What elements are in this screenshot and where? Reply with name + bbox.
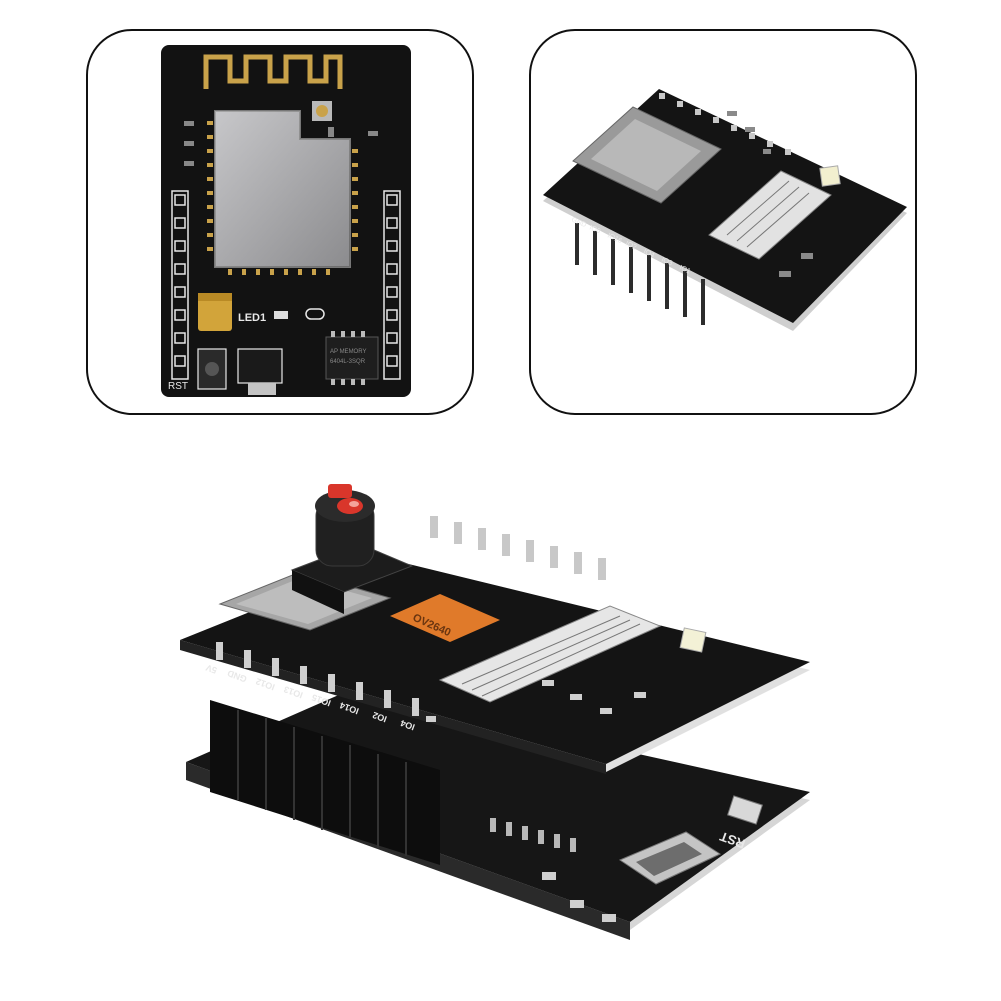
front-view-panel: LED1 AP MEMORY 6404L-3SQR RST — [86, 29, 474, 415]
smd-components — [184, 121, 378, 166]
female-header-block — [210, 700, 440, 865]
right-pin-header — [383, 190, 401, 380]
back-smd-components — [727, 111, 813, 277]
reset-label: RST — [168, 381, 188, 392]
led-component — [274, 311, 288, 319]
voltage-regulator — [237, 348, 283, 384]
pin-label: IO1 — [678, 264, 691, 275]
cam-smd-components — [426, 680, 646, 722]
pin-label: IO2 — [624, 240, 637, 251]
flash-led — [819, 165, 841, 187]
pin-label: GND — [226, 668, 249, 684]
bottom-pins — [575, 223, 705, 325]
pin-label: IO4 — [642, 248, 655, 259]
flash-led — [679, 627, 707, 653]
front-board-illustration: LED1 AP MEMORY 6404L-3SQR RST — [161, 45, 411, 397]
chip-marking-1: AP MEMORY — [330, 349, 366, 355]
pin-label: IO13 — [282, 684, 304, 700]
pin-label: IO3 — [660, 256, 673, 267]
camera-fpc-connector — [438, 605, 662, 703]
pin-label: IO15 — [310, 692, 332, 708]
pin-label: IO0 — [588, 224, 601, 235]
psram-chip — [325, 336, 379, 380]
back-view-panel: GND IO0 IO16 IO2 IO4 IO3 IO1 — [529, 29, 917, 415]
assembled-board-photo: RST 5V GND IO12 IO13 IO15 IO14 IO2 IO4 — [180, 484, 810, 940]
module-pads — [207, 121, 358, 275]
lens-cap-tab — [337, 498, 363, 514]
led-label: LED1 — [238, 312, 266, 324]
pin-label: IO2 — [371, 710, 388, 724]
top-pins — [659, 93, 791, 155]
base-smd-components — [542, 872, 616, 922]
pcb-antenna — [203, 54, 343, 89]
base-reset-button — [727, 795, 763, 825]
pin-label: IO12 — [254, 676, 276, 692]
back-board-illustration: GND IO0 IO16 IO2 IO4 IO3 IO1 — [543, 89, 907, 331]
cam-front-pins — [216, 642, 419, 716]
left-pin-header — [171, 190, 189, 380]
cam-top-pins — [430, 516, 606, 580]
camera-connector — [708, 170, 832, 260]
base-pins — [490, 818, 576, 852]
chip-marking-2: 6404L-3SQR — [330, 359, 366, 365]
back-pcb — [543, 89, 907, 323]
camera-ribbon — [390, 594, 500, 642]
tantalum-capacitor — [198, 293, 232, 331]
pin-label: IO4 — [399, 718, 416, 732]
pin-label: 5V — [205, 662, 219, 675]
